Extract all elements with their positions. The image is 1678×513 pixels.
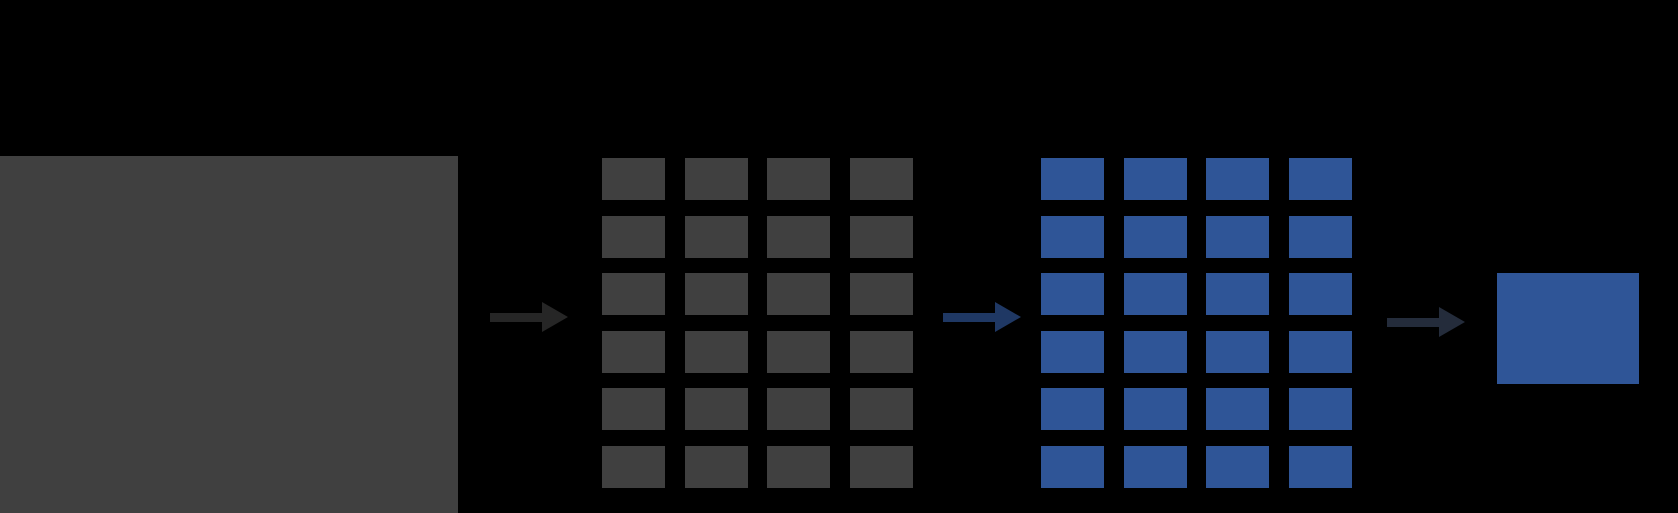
embedding-cell (1206, 330, 1269, 373)
embedding-cell (1206, 445, 1269, 488)
patch-cell (684, 158, 748, 200)
embedding-cell (1041, 273, 1104, 315)
output-block (1497, 273, 1639, 384)
patch-cell (767, 388, 830, 430)
arrow-head (1439, 307, 1465, 337)
patch-cell (684, 330, 748, 373)
patch-cell (849, 330, 913, 373)
arrow-shaft (490, 312, 544, 322)
patch-cell (602, 330, 665, 373)
patch-cell (767, 158, 830, 200)
arrow-right-icon (490, 302, 568, 332)
embedding-cell (1123, 330, 1187, 373)
patch-cell (849, 388, 913, 430)
embedding-grid (1041, 158, 1352, 488)
patch-cell (684, 273, 748, 315)
arrow-right-icon (943, 302, 1021, 332)
patch-cell (849, 273, 913, 315)
embedding-cell (1288, 215, 1352, 258)
embedding-cell (1041, 330, 1104, 373)
arrow-shaft (1387, 317, 1441, 327)
embedding-cell (1288, 445, 1352, 488)
patch-cell (767, 445, 830, 488)
patch-cell (602, 215, 665, 258)
patch-cell (602, 158, 665, 200)
embedding-cell (1206, 215, 1269, 258)
embedding-cell (1123, 273, 1187, 315)
patch-grid (602, 158, 913, 488)
embedding-cell (1123, 215, 1187, 258)
patch-cell (849, 158, 913, 200)
embedding-cell (1288, 273, 1352, 315)
embedding-cell (1206, 273, 1269, 315)
patch-cell (767, 330, 830, 373)
patch-cell (684, 215, 748, 258)
embedding-cell (1206, 158, 1269, 200)
embedding-cell (1206, 388, 1269, 430)
patch-cell (602, 388, 665, 430)
patch-cell (684, 388, 748, 430)
embedding-cell (1041, 388, 1104, 430)
embedding-cell (1288, 330, 1352, 373)
arrow-head (995, 302, 1021, 332)
patch-cell (849, 215, 913, 258)
patch-cell (767, 273, 830, 315)
embedding-cell (1288, 158, 1352, 200)
patch-cell (767, 215, 830, 258)
patch-cell (602, 445, 665, 488)
embedding-cell (1041, 215, 1104, 258)
patch-cell (849, 445, 913, 488)
embedding-cell (1041, 158, 1104, 200)
arrow-right-icon (1387, 307, 1465, 337)
arrow-head (542, 302, 568, 332)
embedding-cell (1123, 158, 1187, 200)
source-image-block (0, 156, 458, 513)
embedding-cell (1041, 445, 1104, 488)
patch-cell (602, 273, 665, 315)
embedding-cell (1123, 445, 1187, 488)
arrow-shaft (943, 312, 997, 322)
patch-cell (684, 445, 748, 488)
embedding-cell (1123, 388, 1187, 430)
embedding-cell (1288, 388, 1352, 430)
